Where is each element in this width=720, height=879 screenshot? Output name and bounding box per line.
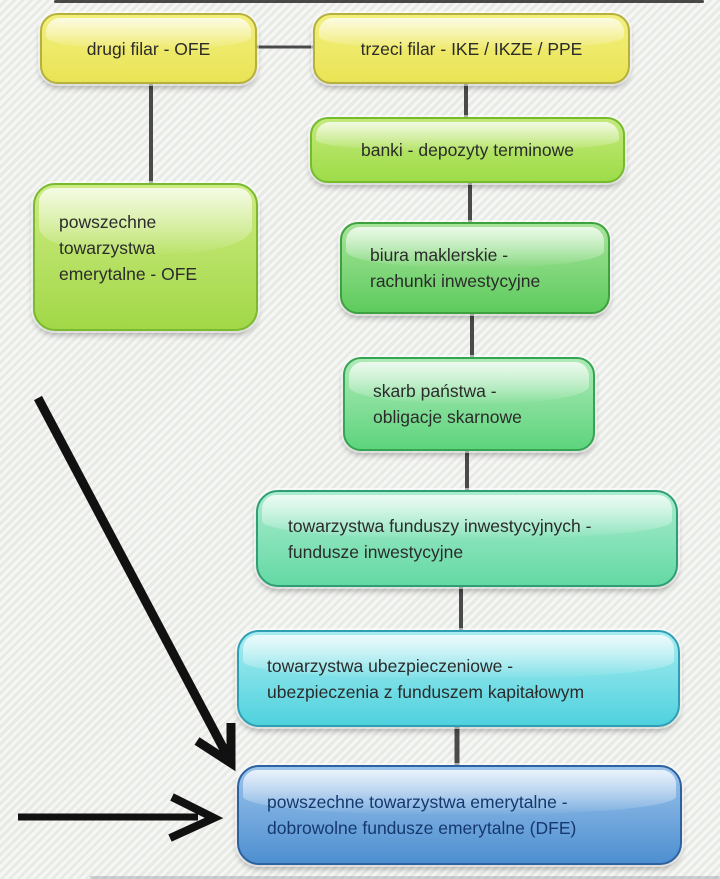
node-label-line: towarzystwa ubezpieczeniowe - <box>267 655 514 676</box>
node-biura-maklerskie: biura maklerskie - rachunki inwestycyjne <box>340 222 610 314</box>
node-label-line: emerytalne - OFE <box>59 264 198 284</box>
bottom-edge-strip <box>90 876 720 879</box>
node-label: drugi filar - OFE <box>86 38 211 59</box>
node-label-line: ubezpieczenia z funduszem kapitałowym <box>267 681 585 702</box>
node-trzeci-filar-ike-ikze-ppe: trzeci filar - IKE / IKZE / PPE <box>313 13 630 84</box>
top-edge-strip <box>54 0 704 3</box>
horizontal-arrowhead-icon <box>168 793 224 842</box>
node-skarb-panstwa: skarb państwa - obligacje skarnowe <box>343 357 595 451</box>
node-label-line: fundusze inwestycyjne <box>288 541 464 562</box>
node-drugi-filar-ofe: drugi filar - OFE <box>40 13 257 84</box>
node-banki-depozyty-terminowe: banki - depozyty terminowe <box>310 117 625 183</box>
node-label: banki - depozyty terminowe <box>360 140 575 160</box>
node-powszechne-towarzystwa-emerytalne-dfe: powszechne towarzystwa emerytalne - dobr… <box>237 765 682 865</box>
node-label-line: rachunki inwestycyjne <box>370 271 541 291</box>
node-towarzystwa-funduszy-inwestycyjnych: towarzystwa funduszy inwestycyjnych - fu… <box>256 490 678 587</box>
node-label-line: powszechne <box>59 212 157 232</box>
node-label-line: skarb państwa - <box>373 381 497 401</box>
node-label-line: biura maklerskie - <box>370 245 509 265</box>
pointer-arrows <box>18 395 236 842</box>
node-powszechne-towarzystwa-emerytalne-ofe: powszechne towarzystwa emerytalne - OFE <box>33 183 258 331</box>
node-label-line: powszechne towarzystwa emerytalne - <box>267 792 568 812</box>
node-label-line: obligacje skarnowe <box>373 407 522 427</box>
diagonal-pointer-arrow <box>34 395 232 760</box>
node-towarzystwa-ubezpieczeniowe: towarzystwa ubezpieczeniowe - ubezpiecze… <box>237 630 680 727</box>
node-label-line: dobrowolne fundusze emerytalne (DFE) <box>267 818 577 838</box>
diagonal-arrowhead-icon <box>194 723 236 772</box>
node-label-line: towarzystwa funduszy inwestycyjnych - <box>288 515 592 536</box>
node-label-line: towarzystwa <box>59 238 156 258</box>
node-label: trzeci filar - IKE / IKZE / PPE <box>360 38 583 59</box>
